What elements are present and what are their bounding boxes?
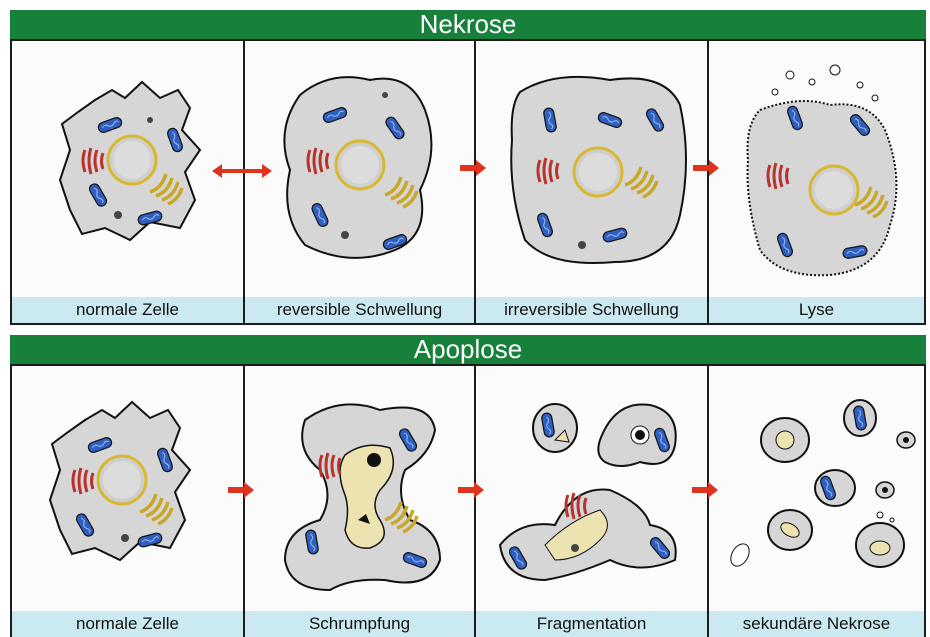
double-arrow <box>212 164 272 178</box>
arrow-right <box>692 482 718 498</box>
cell-normal-apoplose <box>50 402 190 560</box>
cell-normal-nekrose <box>60 82 200 240</box>
cell-shrinkage <box>285 404 440 590</box>
arrow-right <box>458 482 484 498</box>
cell-secondary-necrosis <box>727 400 915 569</box>
arrow-right <box>693 160 719 176</box>
cell-reversible-swelling <box>284 77 431 258</box>
cell-lysis <box>748 65 897 275</box>
cell-fragmentation <box>500 404 676 580</box>
arrow-right <box>460 160 486 176</box>
cell-irreversible-swelling <box>511 77 686 263</box>
arrow-right <box>228 482 254 498</box>
